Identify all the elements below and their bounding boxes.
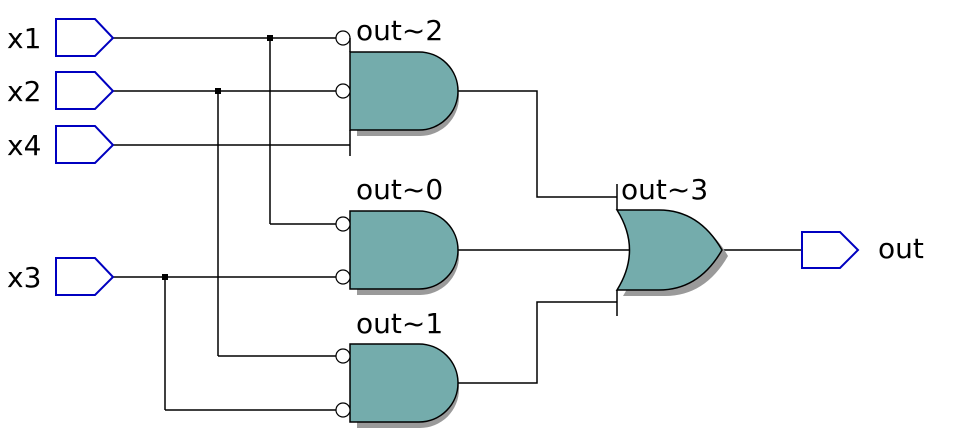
and-gate-body — [349, 51, 459, 131]
junctions — [162, 35, 273, 280]
junction-x1 — [267, 35, 273, 41]
input-pin-x3[interactable]: x3 — [7, 257, 115, 296]
output-pin-out[interactable]: out — [801, 231, 924, 269]
input-label-x4: x4 — [7, 129, 41, 162]
input-pin-x1[interactable]: x1 — [7, 18, 115, 57]
input-pin-shape — [55, 18, 115, 57]
and-gate-body — [349, 210, 459, 290]
input-label-x2: x2 — [7, 75, 41, 108]
output-label-out: out — [878, 232, 924, 265]
junction-x3 — [162, 274, 168, 280]
input-pin-shape — [55, 125, 115, 164]
wire-out1-to-or — [458, 301, 617, 384]
inverter-bubble — [335, 402, 351, 418]
and-gate-out1[interactable]: out~1 — [335, 307, 459, 428]
inverter-bubble — [335, 269, 351, 285]
and-gate-out0[interactable]: out~0 — [335, 173, 459, 295]
input-pin-shape — [55, 257, 115, 296]
gate-label-out3: out~3 — [621, 173, 708, 206]
input-label-x3: x3 — [7, 261, 41, 294]
output-pin-shape — [801, 231, 860, 269]
input-pin-x2[interactable]: x2 — [7, 71, 115, 110]
inverter-bubble — [335, 216, 351, 232]
input-pin-shape — [55, 71, 115, 110]
wire-out2-to-or — [458, 90, 617, 198]
or-gate-body — [615, 209, 723, 291]
input-label-x1: x1 — [7, 22, 41, 55]
and-gate-out2[interactable]: out~2 — [335, 14, 459, 156]
and-gate-body — [349, 343, 459, 423]
inverter-bubble — [335, 30, 351, 46]
inverter-bubble — [335, 348, 351, 364]
gate-label-out1: out~1 — [356, 307, 443, 340]
inverter-bubble — [335, 83, 351, 99]
junction-x2 — [215, 88, 221, 94]
or-gate-out3[interactable]: out~3 — [615, 173, 728, 316]
gate-label-out0: out~0 — [356, 173, 443, 206]
wires — [113, 37, 802, 411]
input-pin-x4[interactable]: x4 — [7, 125, 115, 164]
gate-label-out2: out~2 — [356, 14, 443, 47]
